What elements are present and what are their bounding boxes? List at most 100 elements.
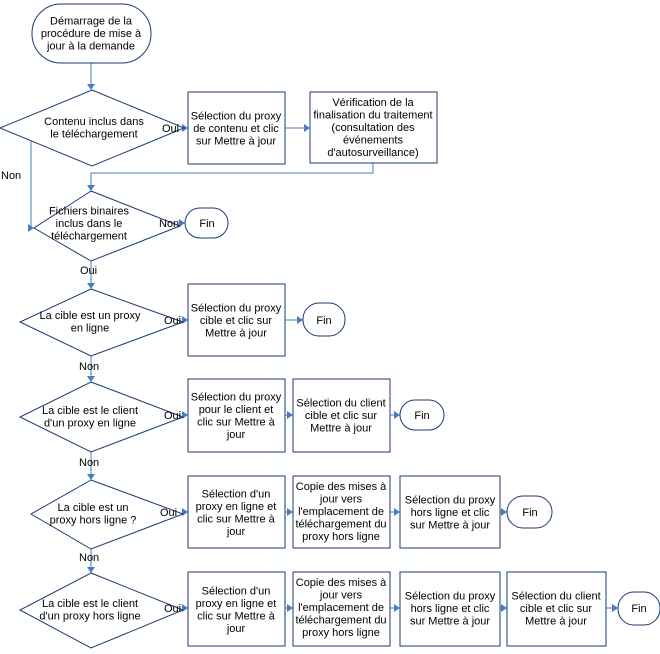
label-line: cible et clic sur: [520, 603, 592, 615]
edge-label-no: Non: [159, 218, 179, 230]
process-select-offline-proxy: [399, 475, 501, 549]
arrowhead: [304, 124, 310, 132]
label-line: proxy hors ligne: [302, 531, 380, 543]
label-line: téléchargement du: [295, 615, 386, 627]
label-line: sur Mettre à jour: [410, 616, 490, 628]
label-line: Mettre à jour: [205, 328, 267, 340]
edge-label-no: Non: [79, 457, 99, 469]
label-line: téléchargement: [51, 231, 127, 243]
process-select-target-proxy: [187, 283, 286, 357]
edge-labels: Oui Non Non Oui Oui Non Oui Non Oui Non …: [1, 123, 181, 615]
process-select-online-proxy: [187, 475, 286, 549]
label-line: Sélection du proxy: [191, 303, 282, 315]
label-line: d'un proxy en ligne: [44, 417, 136, 429]
label-line: Sélection du proxy: [191, 111, 282, 123]
decision-binaries-included: [33, 190, 182, 262]
arrowhead: [87, 283, 95, 289]
edge-label-yes: Oui: [164, 603, 181, 615]
edge-label-no: Non: [1, 170, 21, 182]
process-select-target-client: [292, 378, 391, 453]
label-line: jour: [226, 623, 246, 635]
decision-online-proxy-client: [18, 381, 185, 453]
label-line: jour vers: [319, 590, 363, 602]
label-line: de contenu et clic: [193, 123, 279, 135]
label-line: Mettre à jour: [525, 616, 587, 628]
edge-label-yes: Oui: [162, 123, 179, 135]
label-line: Contenu inclus dans: [44, 116, 144, 128]
label-line: cible et clic sur: [200, 315, 272, 327]
label-line: proxy hors ligne ?: [50, 514, 137, 526]
edge-p2-q2: [90, 163, 374, 185]
label-line: le téléchargement: [50, 128, 137, 140]
label-line: Sélection du client: [511, 591, 600, 603]
end-terminator: [617, 591, 660, 626]
label-line: proxy en ligne et: [196, 501, 277, 513]
arrowhead: [87, 185, 95, 191]
label-line: cible et clic sur: [305, 410, 377, 422]
label-line: clic sur Mettre à: [197, 610, 276, 622]
label-line: Sélection du proxy: [405, 591, 496, 603]
arrowhead: [501, 508, 507, 516]
label-line: l'emplacement de: [298, 506, 384, 518]
arrowhead: [87, 474, 95, 480]
label-line: Copie des mises à: [296, 481, 387, 493]
label-line: finalisation du traitement: [313, 110, 432, 122]
label-line: Mettre à jour: [310, 423, 372, 435]
process-copy-updates: [292, 475, 391, 549]
end-terminator: [399, 399, 445, 431]
edge-label-yes: Oui: [164, 410, 181, 422]
end-label: Fin: [199, 218, 214, 230]
start-terminator: [31, 3, 152, 64]
arrowhead: [28, 224, 34, 232]
label-line: Fin: [316, 315, 331, 327]
end-label: Fin: [631, 603, 646, 615]
label-line: Vérification de la: [332, 97, 414, 109]
label-line: sur Mettre à jour: [196, 136, 276, 148]
end-terminator: [184, 207, 229, 239]
arrowhead: [501, 604, 507, 612]
label-line: Sélection du client: [296, 398, 385, 410]
label-line: La cible est un: [58, 502, 129, 514]
arrowhead: [87, 567, 95, 573]
edge-label-yes: Oui: [80, 265, 97, 277]
decision-offline-proxy: [29, 479, 185, 550]
label-line: Fichiers binaires: [49, 206, 130, 218]
arrowhead: [182, 604, 188, 612]
arrowhead: [612, 604, 618, 612]
process-verify-completion: [309, 91, 438, 164]
arrowhead: [394, 508, 400, 516]
label-line: hors ligne et clic: [411, 507, 490, 519]
decision-content-included: [0, 89, 186, 167]
edge-label-no: Non: [79, 552, 99, 564]
label-line: proxy hors ligne: [302, 627, 380, 639]
label-line: hors ligne et clic: [411, 603, 490, 615]
label-line: d'un proxy hors ligne: [39, 610, 140, 622]
process-select-online-proxy-2: [187, 571, 286, 647]
label-line: Fin: [631, 603, 646, 615]
process-select-content-proxy: [187, 91, 286, 165]
arrowhead: [394, 411, 400, 419]
arrowhead: [87, 84, 95, 90]
arrowhead: [394, 604, 400, 612]
label-line: événements: [343, 135, 403, 147]
label-line: Sélection du proxy: [405, 495, 496, 507]
arrowhead: [287, 604, 293, 612]
label-line: procédure de mise à: [41, 28, 142, 40]
arrowhead: [287, 411, 293, 419]
